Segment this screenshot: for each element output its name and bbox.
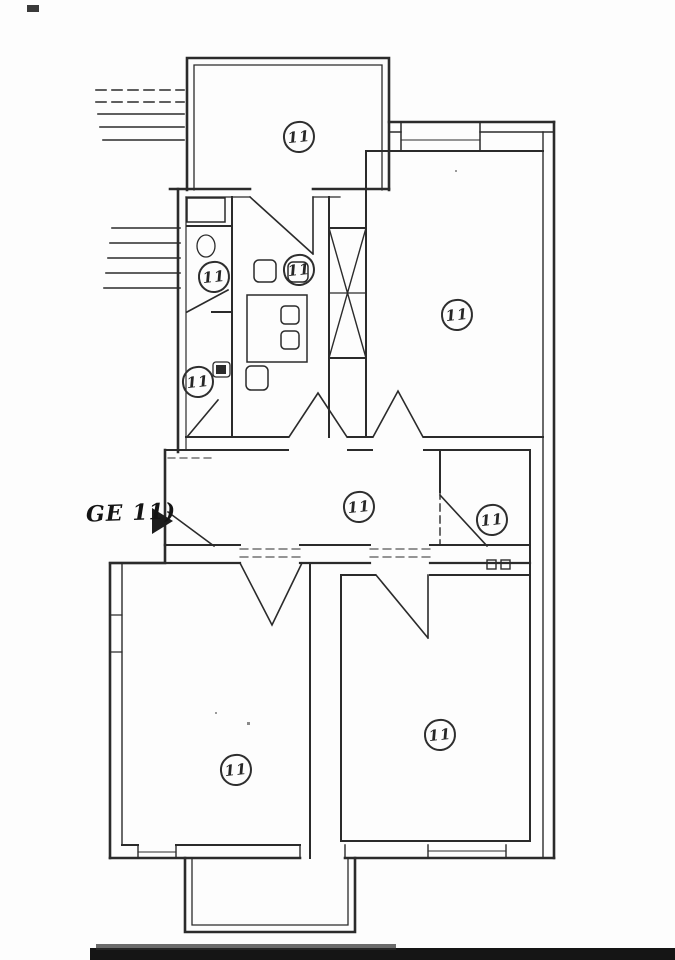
neighbor-hatching [95,89,185,289]
kitchen-furniture [245,259,309,391]
door-swings [166,195,489,640]
room-number: 11 [223,759,249,781]
bottom-rooms-walls [109,562,531,859]
outer-walls [108,120,556,860]
room-number: 11 [479,509,505,531]
storage-room-walls [439,449,531,564]
balcony-top [185,56,391,192]
shaft [328,227,367,359]
bathroom-wc-walls [186,196,233,438]
detail-squares [486,559,511,570]
room-number: 11 [286,126,312,148]
floor-label: GE 11) [85,498,177,528]
balcony-bottom [183,844,357,934]
window-bottom-right [427,844,507,859]
room-number: 11 [286,259,312,281]
corridor-walls [108,436,544,565]
scan-artifacts [27,5,675,960]
room-number: 11 [346,496,372,518]
room-number: 11 [444,304,470,326]
room-number: 11 [427,724,453,746]
entrance-arrow [152,508,173,534]
bathroom-fixtures [196,234,231,378]
room-number: 11 [201,266,227,288]
room-number: 11 [185,371,211,393]
window-bottom-left [137,844,177,859]
window-top [400,121,481,152]
bedroom-top-right-walls [365,150,544,438]
